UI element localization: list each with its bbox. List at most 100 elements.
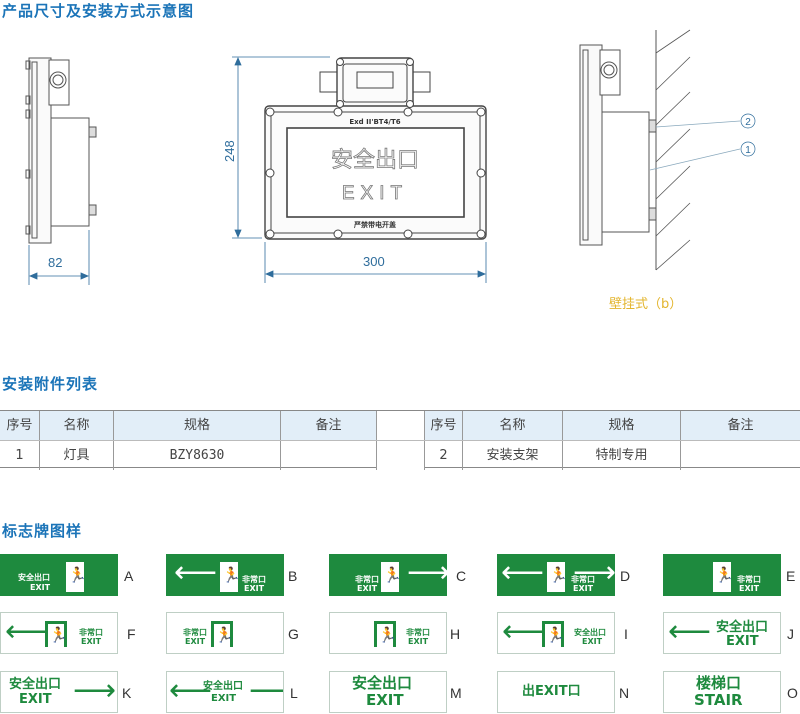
sign-e-cn: 非常口	[737, 575, 761, 584]
section-title-dimensions: 产品尺寸及安装方式示意图	[2, 2, 195, 20]
door-icon: 🏃	[220, 562, 241, 592]
dimension-drawings: Exd II'BT4/T6 安全出口 EXIT 严禁带电开盖 2	[25, 29, 756, 285]
sign-i-letter: I	[624, 626, 628, 642]
sign-n: 出EXIT口	[497, 671, 615, 713]
sign-e-letter: E	[786, 568, 796, 584]
header-note-2: 备注	[681, 411, 800, 440]
sign-d-letter: D	[620, 568, 631, 584]
door-icon: 🏃	[66, 562, 87, 592]
sign-g-en: EXIT	[185, 637, 206, 646]
sign-m: 安全出口 EXIT	[329, 671, 447, 713]
sign-g-letter: G	[288, 626, 299, 642]
sign-g: 非常口 EXIT 🏃	[166, 612, 284, 654]
sign-a: 安全出口 EXIT 🏃	[0, 554, 118, 596]
arrow-left-icon: ⟵	[5, 614, 49, 649]
running-man-icon: 🏃	[378, 626, 397, 644]
sign-m-en: EXIT	[366, 691, 404, 709]
table-row: 1 灯具 BZY8630 2 安装支架 特制专用	[0, 440, 800, 470]
accessories-table: 序号 名称 规格 备注 序号 名称 规格 备注 1 灯具 BZY8630 2 安…	[0, 410, 800, 470]
sign-o: 楼梯口 STAIR	[663, 671, 781, 713]
sign-l-en: EXIT	[211, 693, 237, 704]
door-icon: 🏃	[381, 562, 402, 592]
sign-o-en: STAIR	[694, 691, 743, 709]
callout-1-label: 1	[745, 145, 751, 156]
sign-i: ⟵ 🏃 安全出口 EXIT	[497, 612, 615, 654]
sign-d: ⟵ 🏃 ⟶ 非常口 EXIT	[497, 554, 615, 596]
sign-e: 🏃 非常口 EXIT	[663, 554, 781, 596]
callout-2-label: 2	[745, 117, 751, 128]
row1-name: 灯具	[40, 441, 114, 470]
side-view-drawing	[25, 57, 97, 244]
sign-h-en: EXIT	[408, 637, 429, 646]
row2-spec: 特制专用	[563, 441, 681, 470]
sign-g-cn: 非常口	[183, 628, 207, 637]
door-frame-icon: 🏃	[374, 621, 397, 647]
sign-n-letter: N	[619, 685, 630, 701]
running-man-icon: 🏃	[68, 566, 87, 584]
sign-f-cn: 非常口	[79, 628, 103, 637]
sign-d-cn: 非常口	[571, 575, 595, 584]
running-man-icon: 🏃	[215, 626, 234, 644]
sign-c-cn: 非常口	[355, 575, 379, 584]
arrow-left-icon: ⟵	[502, 614, 546, 649]
door-frame-icon: 🏃	[45, 621, 68, 647]
front-height-dimension: 248	[222, 140, 237, 162]
panel-en-text: EXIT	[342, 183, 408, 204]
header-no-2: 序号	[425, 411, 463, 440]
sign-k-en: EXIT	[19, 692, 52, 707]
table-header-row: 序号 名称 规格 备注 序号 名称 规格 备注	[0, 411, 800, 440]
header-note: 备注	[281, 411, 377, 440]
arrow-right-icon: ⟶	[249, 676, 283, 706]
header-spec-2: 规格	[563, 411, 681, 440]
sign-m-letter: M	[450, 685, 462, 701]
sign-m-cn: 安全出口	[352, 674, 413, 692]
front-width-dimension: 300	[363, 254, 385, 269]
running-man-icon: 🏃	[49, 626, 68, 644]
panel-cn-text: 安全出口	[331, 148, 419, 173]
sign-a-letter: A	[124, 568, 134, 584]
table-gap	[377, 441, 425, 470]
door-icon: 🏃	[547, 562, 568, 592]
header-name-2: 名称	[463, 411, 563, 440]
sign-l-letter: L	[290, 685, 298, 701]
running-man-icon: 🏃	[546, 626, 565, 644]
sign-c-en: EXIT	[357, 584, 378, 593]
sign-j-en: EXIT	[726, 634, 759, 649]
sign-a-cn: 安全出口	[18, 573, 50, 582]
section-title-signs: 标志牌图样	[2, 522, 83, 540]
front-dimension-lines	[232, 56, 487, 283]
side-dimension-line	[28, 230, 90, 285]
sign-j-letter: J	[787, 626, 794, 642]
wall-mount-drawing	[579, 29, 691, 271]
header-name: 名称	[40, 411, 114, 440]
sign-k-letter: K	[122, 685, 132, 701]
row1-spec: BZY8630	[114, 441, 281, 470]
sign-c-letter: C	[456, 568, 467, 584]
side-width-dimension: 82	[48, 255, 63, 270]
sign-n-text: 出EXIT口	[522, 684, 581, 699]
sign-c: 非常口 EXIT 🏃 ⟶	[329, 554, 447, 596]
sign-a-en: EXIT	[30, 583, 51, 592]
callout-leaders	[649, 113, 756, 171]
row2-no: 2	[425, 441, 463, 470]
header-no: 序号	[0, 411, 40, 440]
arrow-left-icon: ⟵	[668, 614, 712, 649]
sign-j: ⟵ 安全出口 EXIT	[663, 612, 781, 654]
sign-o-letter: O	[787, 685, 798, 701]
running-man-icon: 🏃	[549, 566, 568, 584]
sign-e-en: EXIT	[739, 584, 760, 593]
sign-k: 安全出口 EXIT ⟶	[0, 671, 118, 713]
sign-i-en: EXIT	[582, 637, 603, 646]
running-man-icon: 🏃	[383, 566, 402, 584]
sign-l: ⟵ 安全出口 EXIT ⟶	[166, 671, 284, 713]
sign-l-cn: 安全出口	[203, 681, 243, 692]
section-title-accessories: 安装附件列表	[2, 375, 99, 393]
mount-caption: 壁挂式（b）	[609, 297, 683, 312]
sign-f: ⟵ 🏃 非常口 EXIT	[0, 612, 118, 654]
warning-text: 严禁带电开盖	[353, 220, 396, 229]
table-gap	[377, 411, 425, 440]
arrow-left-icon: ⟵	[174, 555, 218, 590]
sign-b-letter: B	[288, 568, 298, 584]
sign-b-cn: 非常口	[242, 575, 266, 584]
row2-note	[681, 441, 800, 470]
